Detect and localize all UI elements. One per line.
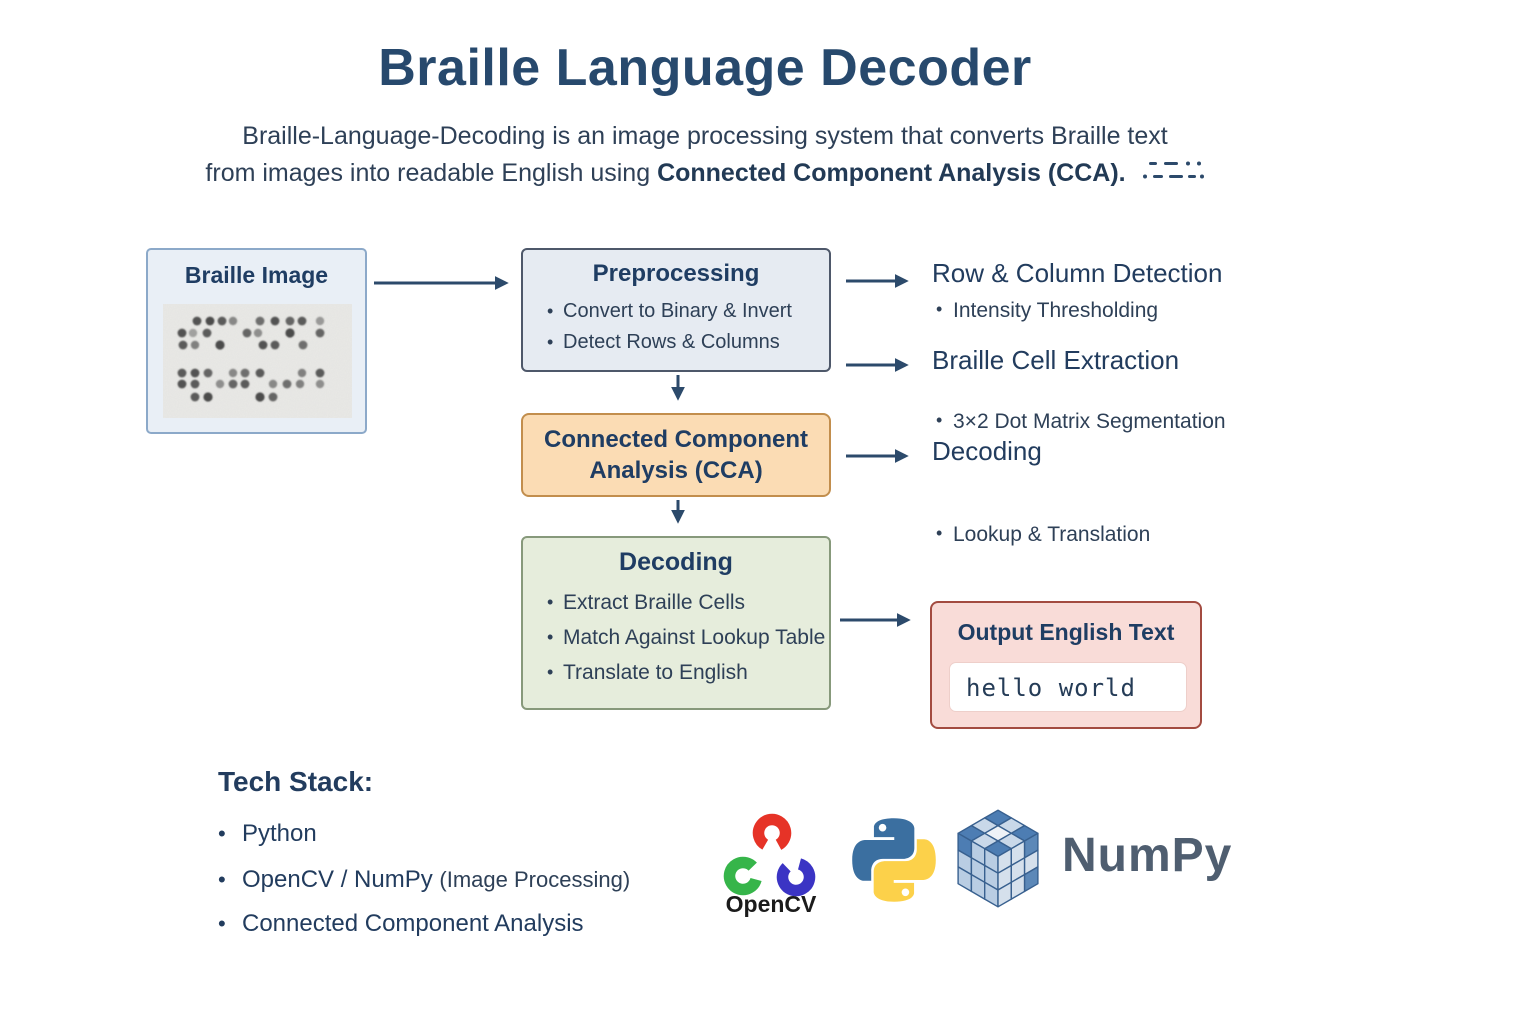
braille-image-box-title: Braille Image: [184, 262, 329, 288]
opencv-logo-icon: [723, 813, 816, 897]
cca-box: Connected Component Analysis (CCA): [521, 413, 831, 497]
preprocessing-title: Preprocessing: [592, 260, 760, 287]
tech-stack-item-opencv-numpy: OpenCV / NumPy (Image Processing): [218, 866, 630, 894]
decoding-box-title: Decoding: [619, 548, 733, 576]
subtitle: Braille-Language-Decoding is an image pr…: [0, 118, 1410, 192]
python-logo-icon: [852, 818, 936, 902]
numpy-logo-label: NumPy: [1062, 829, 1233, 882]
output-text-value: hello world: [949, 662, 1187, 712]
decoding-bullet-1: Extract Braille Cells: [547, 585, 829, 620]
tech-stack-heading: Tech Stack:: [218, 766, 374, 797]
preprocessing-bullets: Convert to Binary & Invert Detect Rows &…: [523, 296, 829, 358]
output-box: Output English Text hello world: [930, 601, 1202, 729]
output-box-title: Output English Text: [957, 619, 1175, 645]
tech-stack-item-python: Python: [218, 820, 317, 848]
preprocessing-bullet-1: Convert to Binary & Invert: [547, 296, 829, 327]
preprocessing-box: Preprocessing Convert to Binary & Invert…: [521, 248, 831, 372]
page-title: Braille Language Decoder: [378, 39, 1032, 97]
annotation-row-column-bullet: Intensity Thresholding: [936, 299, 1536, 323]
braille-photo: [163, 304, 352, 418]
annotation-decoding-title: Decoding: [932, 436, 1042, 466]
preprocessing-bullet-2: Detect Rows & Columns: [547, 327, 829, 358]
annotation-row-column-title: Row & Column Detection: [932, 258, 1223, 288]
decoding-bullet-2: Match Against Lookup Table: [547, 620, 829, 655]
subtitle-line1: Braille-Language-Decoding is an image pr…: [242, 122, 1168, 150]
cca-title-line1: Connected Component: [544, 426, 808, 453]
braille-image-box: Braille Image: [146, 248, 367, 434]
numpy-logo-icon: [957, 809, 1039, 908]
decoding-bullets: Extract Braille Cells Match Against Look…: [523, 585, 829, 690]
annotation-decoding-bullet: Lookup & Translation: [936, 523, 1536, 547]
subtitle-cca-bold: Connected Component Analysis (CCA).: [657, 159, 1126, 187]
cca-title-line2: Analysis (CCA): [589, 457, 763, 484]
tech-stack-item-note: (Image Processing): [439, 867, 631, 892]
annotation-cell-extraction-title: Braille Cell Extraction: [932, 345, 1180, 375]
braille-dashes-icon: [1142, 161, 1204, 179]
decoding-box: Decoding Extract Braille Cells Match Aga…: [521, 536, 831, 710]
tech-stack-item-cca: Connected Component Analysis: [218, 910, 584, 938]
decoding-bullet-3: Translate to English: [547, 655, 829, 690]
opencv-logo-label: OpenCV: [725, 891, 817, 917]
annotation-cell-extraction-bullet: 3×2 Dot Matrix Segmentation: [936, 410, 1536, 434]
subtitle-line2: from images into readable English using: [205, 159, 658, 187]
